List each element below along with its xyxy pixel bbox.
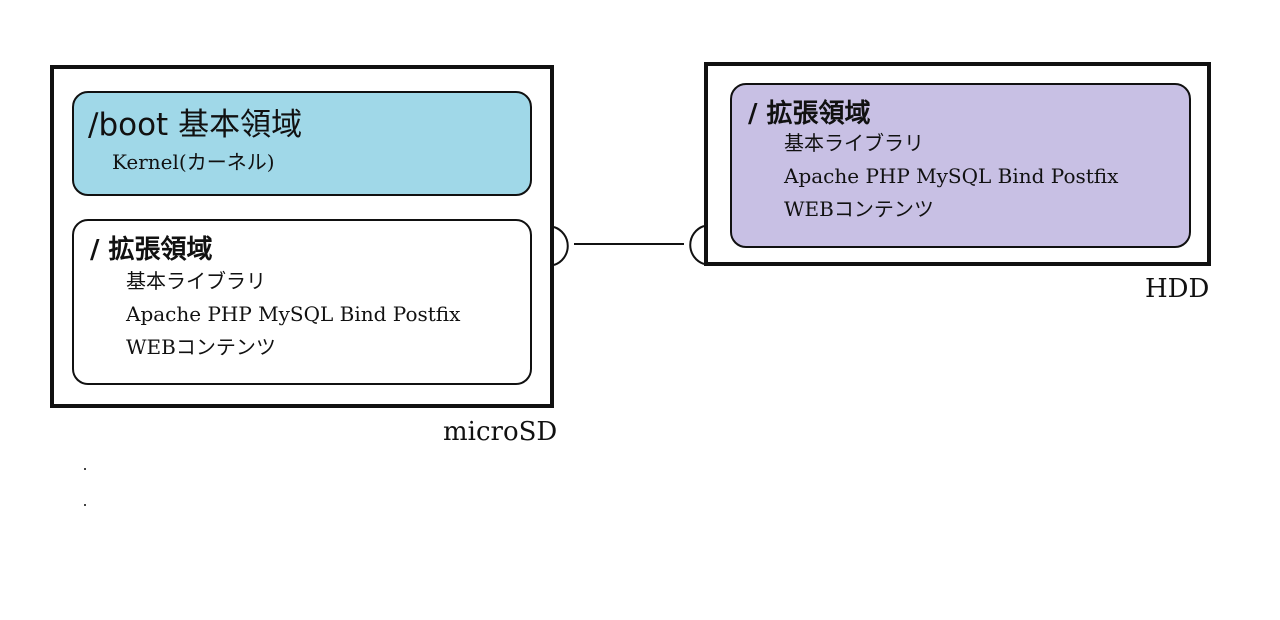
sd-root-line-web: WEBコンテンツ (126, 335, 276, 359)
microsd-device: /boot 基本領域 Kernel(カーネル) / 拡張領域 基本ライブラリ A… (50, 65, 554, 408)
connector-socket-right (689, 225, 705, 265)
sd-root-line-libraries: 基本ライブラリ (126, 269, 266, 293)
hdd-device: / 拡張領域 基本ライブラリ Apache PHP MySQL Bind Pos… (704, 62, 1211, 266)
hdd-root-line-web: WEBコンテンツ (784, 197, 934, 221)
hdd-root-partition-contents: 基本ライブラリ Apache PHP MySQL Bind Postfix WE… (784, 127, 1118, 226)
boot-partition-contents: Kernel(カーネル) (112, 146, 275, 179)
hdd-label: HDD (1145, 274, 1210, 304)
hdd-root-partition-title: / 拡張領域 (748, 99, 871, 129)
boot-partition: /boot 基本領域 Kernel(カーネル) (72, 91, 532, 196)
hdd-root-line-software: Apache PHP MySQL Bind Postfix (784, 164, 1119, 188)
boot-partition-line: Kernel(カーネル) (112, 150, 275, 174)
connector-socket-left (553, 226, 569, 266)
hdd-root-line-libraries: 基本ライブラリ (784, 131, 924, 155)
sd-root-line-software: Apache PHP MySQL Bind Postfix (126, 302, 461, 326)
boot-partition-title: /boot 基本領域 (88, 107, 303, 143)
sd-root-partition: / 拡張領域 基本ライブラリ Apache PHP MySQL Bind Pos… (72, 219, 532, 385)
stray-dot (84, 468, 86, 470)
hdd-root-partition: / 拡張領域 基本ライブラリ Apache PHP MySQL Bind Pos… (730, 83, 1191, 248)
sd-root-partition-title: / 拡張領域 (90, 235, 213, 265)
sd-root-partition-contents: 基本ライブラリ Apache PHP MySQL Bind Postfix WE… (126, 265, 460, 364)
stray-dot (84, 504, 86, 506)
microsd-label: microSD (443, 417, 558, 447)
